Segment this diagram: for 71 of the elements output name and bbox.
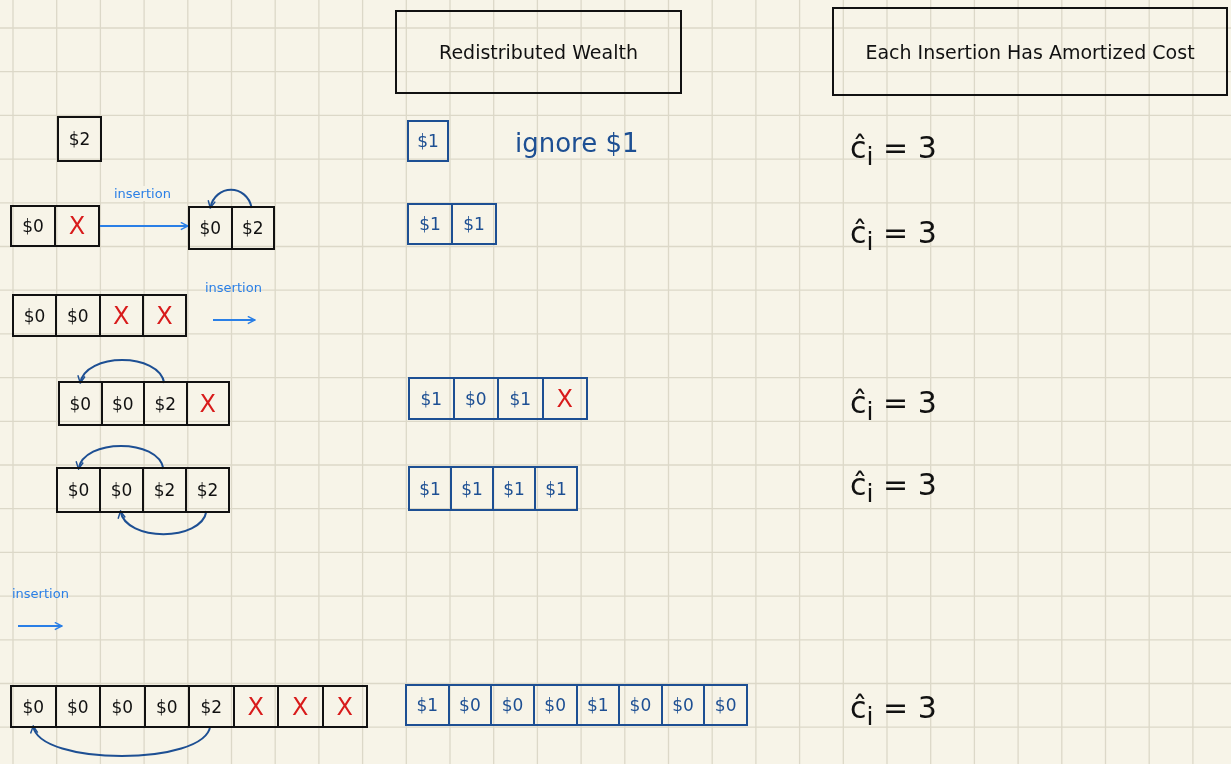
array-box — [10, 685, 368, 728]
array-cell: $2 — [57, 116, 102, 162]
heading-box: Each Insertion Has Amortized Cost — [832, 7, 1228, 96]
array-box — [12, 294, 187, 337]
array-cell: $0 — [143, 687, 188, 726]
cost-formula: ĉ$_{i}$ = 3 — [850, 385, 937, 426]
array-cell: $1 — [492, 468, 534, 509]
array-cell: $0 — [12, 207, 54, 245]
array-box — [408, 377, 588, 420]
array-cell: $1 — [410, 379, 453, 418]
array-cell: $1 — [497, 379, 542, 418]
curved-arrow — [78, 359, 166, 384]
array-cell: X — [185, 383, 228, 424]
array-box — [407, 203, 497, 245]
array-cell: $2 — [188, 687, 233, 726]
array-cell: $0 — [99, 687, 144, 726]
array-box — [408, 466, 578, 511]
array-cell: $1 — [450, 468, 492, 509]
array-cell: $1 — [407, 686, 448, 724]
array-cell: $0 — [55, 296, 99, 335]
curved-arrow — [118, 510, 208, 536]
array-cell: $0 — [447, 686, 491, 724]
array-cell: $0 — [618, 686, 661, 724]
array-cell: $0 — [58, 469, 99, 511]
array-box — [405, 684, 748, 726]
array-cell: X — [54, 207, 98, 245]
curved-arrow — [208, 188, 253, 209]
array-cell: $2 — [142, 469, 185, 511]
array-cell: $2 — [230, 208, 273, 248]
array-cell: $0 — [60, 383, 101, 424]
array-cell: $0 — [12, 687, 55, 726]
cost-formula: ĉ$_{i}$ = 3 — [850, 215, 937, 256]
array-cell: $0 — [490, 686, 533, 724]
array-cell: X — [277, 687, 322, 726]
curved-arrow — [76, 444, 165, 470]
array-cell: $0 — [190, 208, 231, 248]
array-cell: $0 — [100, 383, 143, 424]
array-cell: $0 — [660, 686, 704, 724]
array-box — [58, 381, 230, 426]
array-cell: $1 — [409, 205, 451, 243]
array-cell: $0 — [452, 379, 497, 418]
arrow-label: insertion — [205, 280, 262, 295]
array-cell: $2 — [185, 469, 228, 511]
array-cell: $1 — [407, 120, 449, 162]
array-cell: $1 — [575, 686, 619, 724]
array-cell: $0 — [14, 296, 56, 335]
array-cell: X — [232, 687, 277, 726]
note-text: ignore $1 — [515, 128, 639, 158]
heading-box: Redistributed Wealth — [395, 10, 682, 94]
array-box — [56, 467, 230, 513]
edge-label: insertion — [114, 186, 171, 201]
cost-formula: ĉ$_{i}$ = 3 — [850, 690, 937, 731]
array-cell: $0 — [99, 469, 142, 511]
cost-formula: ĉ$_{i}$ = 3 — [850, 130, 937, 171]
array-cell: X — [141, 296, 185, 335]
array-cell: $1 — [410, 468, 450, 509]
array-box — [188, 206, 275, 250]
array-cell: X — [98, 296, 142, 335]
array-cell: $0 — [703, 686, 746, 724]
curved-arrow — [32, 725, 212, 757]
arrow-label: insertion — [12, 586, 69, 601]
array-cell: $2 — [143, 383, 186, 424]
array-cell: $1 — [534, 468, 576, 509]
array-box — [10, 205, 100, 247]
array-cell: $0 — [54, 687, 99, 726]
arrow — [99, 221, 189, 231]
array-cell: X — [321, 687, 366, 726]
array-cell: $0 — [532, 686, 576, 724]
cost-formula: ĉ$_{i}$ = 3 — [850, 467, 937, 508]
array-cell: $1 — [451, 205, 495, 243]
array-cell: X — [541, 379, 586, 418]
